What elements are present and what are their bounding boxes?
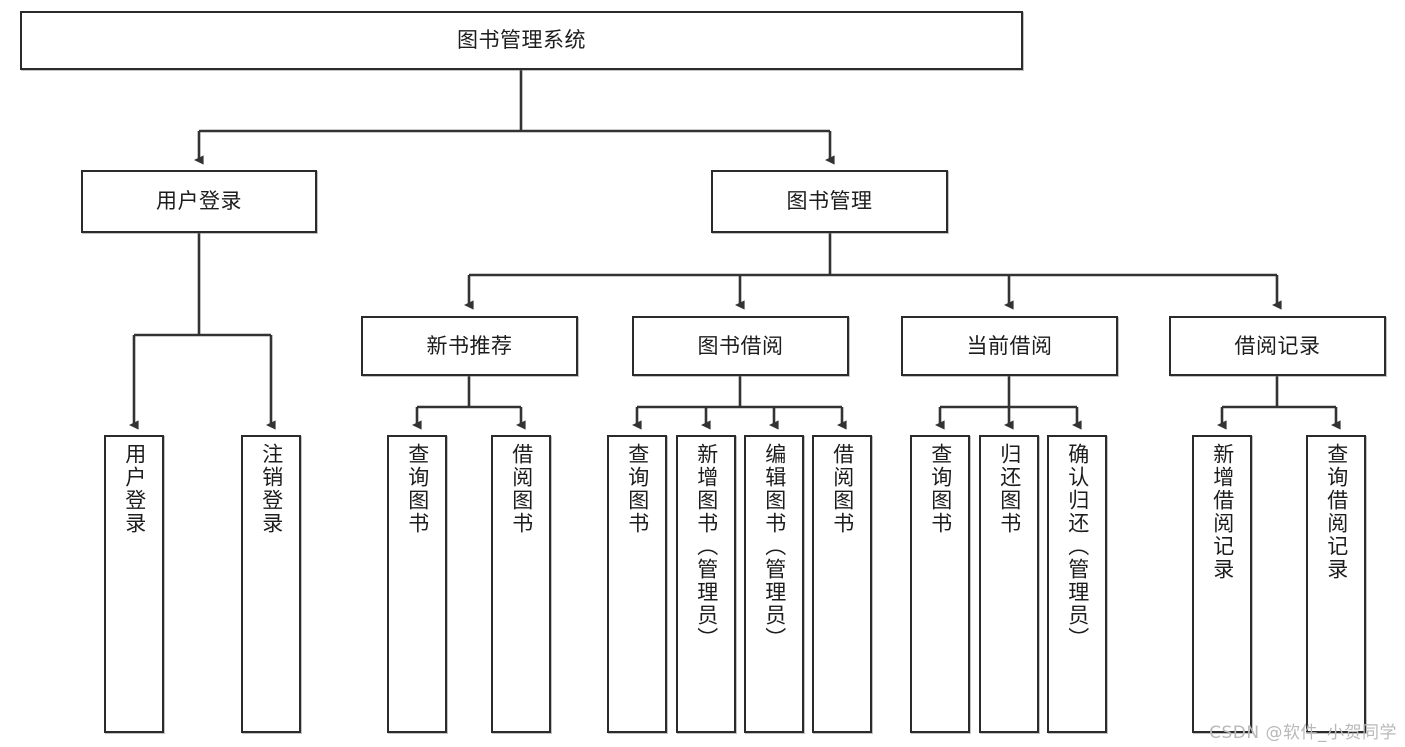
leaf-borrow-record-1[interactable]: 查询借阅记录: [1306, 435, 1366, 733]
leaf-borrow-record-0-label: 新增借阅记录: [1210, 443, 1235, 581]
leaf-current-borrow-0[interactable]: 查询图书: [910, 435, 970, 733]
node-current-borrow[interactable]: 当前借阅: [901, 316, 1118, 376]
node-book-management[interactable]: 图书管理: [711, 170, 948, 233]
leaf-new-book-recommend-0-label: 查询图书: [405, 443, 430, 535]
leaf-borrow-record-1-label: 查询借阅记录: [1324, 443, 1349, 581]
leaf-current-borrow-0-label: 查询图书: [928, 443, 953, 535]
leaf-book-borrow-2[interactable]: 编辑图书（管理员）: [744, 435, 804, 733]
node-new-book-recommend[interactable]: 新书推荐: [361, 316, 578, 376]
leaf-borrow-record-0[interactable]: 新增借阅记录: [1192, 435, 1252, 733]
node-current-borrow-label: 当前借阅: [966, 333, 1053, 358]
node-borrow-record[interactable]: 借阅记录: [1169, 316, 1386, 376]
csdn-watermark: CSDN @软件_小贺同学: [1209, 723, 1397, 743]
leaf-user-login-0[interactable]: 用户登录: [104, 435, 164, 733]
leaf-current-borrow-1-label: 归还图书: [997, 443, 1022, 535]
leaf-user-login-1[interactable]: 注销登录: [241, 435, 301, 733]
leaf-book-borrow-0[interactable]: 查询图书: [607, 435, 667, 733]
leaf-new-book-recommend-1[interactable]: 借阅图书: [491, 435, 551, 733]
leaf-current-borrow-2[interactable]: 确认归还（管理员）: [1047, 435, 1107, 733]
node-root-label: 图书管理系统: [457, 28, 586, 53]
leaf-user-login-1-label: 注销登录: [259, 443, 284, 535]
leaf-new-book-recommend-1-label: 借阅图书: [509, 443, 534, 535]
node-book-management-label: 图书管理: [786, 189, 873, 214]
leaf-new-book-recommend-0[interactable]: 查询图书: [387, 435, 447, 733]
node-borrow-record-label: 借阅记录: [1234, 333, 1321, 358]
leaf-book-borrow-1[interactable]: 新增图书（管理员）: [676, 435, 736, 733]
leaf-book-borrow-1-label: 新增图书（管理员）: [694, 443, 719, 650]
leaf-book-borrow-2-label: 编辑图书（管理员）: [762, 443, 787, 650]
node-root[interactable]: 图书管理系统: [20, 11, 1023, 70]
leaf-book-borrow-3-label: 借阅图书: [830, 443, 855, 535]
node-new-book-recommend-label: 新书推荐: [426, 333, 513, 358]
leaf-current-borrow-1[interactable]: 归还图书: [979, 435, 1039, 733]
node-user-login-label: 用户登录: [156, 189, 242, 214]
leaf-user-login-0-label: 用户登录: [122, 443, 147, 535]
node-book-borrow-label: 图书借阅: [697, 333, 784, 358]
node-user-login[interactable]: 用户登录: [81, 170, 317, 233]
leaf-book-borrow-3[interactable]: 借阅图书: [812, 435, 872, 733]
node-book-borrow[interactable]: 图书借阅: [632, 316, 849, 376]
leaf-current-borrow-2-label: 确认归还（管理员）: [1065, 443, 1090, 650]
leaf-book-borrow-0-label: 查询图书: [625, 443, 650, 535]
